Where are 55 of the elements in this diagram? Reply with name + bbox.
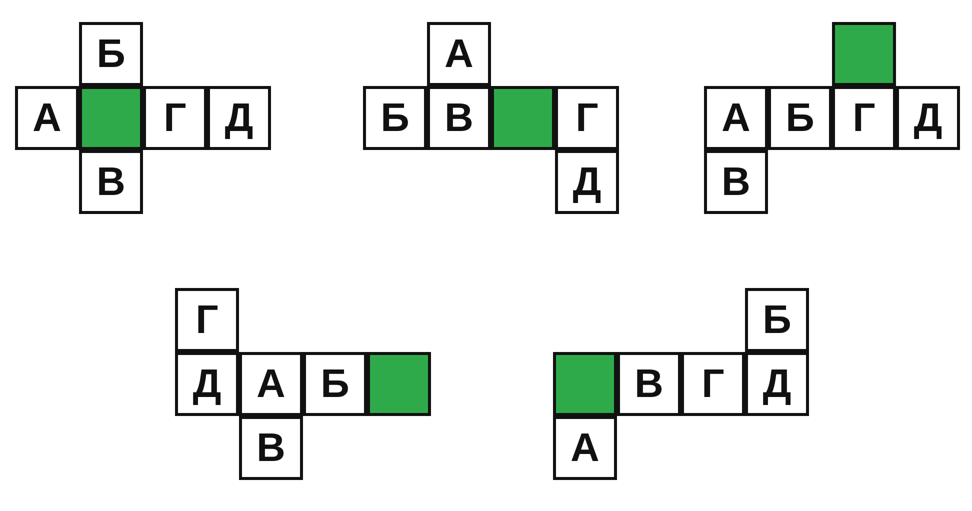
face-letter: Г [852, 98, 876, 138]
face-letter: В [256, 428, 286, 468]
net-square [303, 352, 367, 416]
shaded-square [553, 352, 617, 416]
net-square [143, 86, 207, 150]
face-letter: Д [192, 364, 222, 404]
net-square [363, 86, 427, 150]
face-letter: В [96, 162, 126, 202]
net-square [175, 352, 239, 416]
net-square [745, 352, 809, 416]
net-square [239, 352, 303, 416]
face-letter: А [32, 98, 62, 138]
net-square [207, 86, 271, 150]
face-letter: В [634, 364, 664, 404]
net-square [896, 86, 960, 150]
face-letter: Г [702, 364, 724, 404]
face-letter: А [444, 34, 474, 74]
shaded-square [367, 352, 431, 416]
face-letter: В [444, 98, 474, 138]
net-square [704, 150, 768, 214]
net-square [79, 150, 143, 214]
face-letter: Б [380, 98, 410, 138]
face-letter: Д [224, 98, 254, 138]
face-letter: Г [576, 98, 598, 138]
face-letter: Б [96, 34, 126, 74]
net-square [768, 86, 832, 150]
shaded-square [79, 86, 143, 150]
face-letter: Г [196, 300, 218, 340]
net-square [555, 150, 619, 214]
net-square [79, 22, 143, 86]
face-letter: Д [762, 364, 792, 404]
net-square [704, 86, 768, 150]
net-square [555, 86, 619, 150]
face-letter: Б [762, 300, 792, 340]
face-letter: А [256, 364, 286, 404]
net-square [427, 86, 491, 150]
net-square [239, 416, 303, 480]
net-square [832, 86, 896, 150]
face-letter: В [722, 162, 750, 202]
face-letter: Д [572, 162, 602, 202]
net-square [617, 352, 681, 416]
net-square [175, 288, 239, 352]
net-square [553, 416, 617, 480]
face-letter: А [722, 98, 750, 138]
net-square [681, 352, 745, 416]
net-square [15, 86, 79, 150]
shaded-square [491, 86, 555, 150]
net-square [427, 22, 491, 86]
face-letter: Б [786, 98, 814, 138]
face-letter: Б [320, 364, 350, 404]
face-letter: Д [914, 98, 942, 138]
face-letter: Г [164, 98, 186, 138]
net-square [745, 288, 809, 352]
shaded-square [832, 22, 896, 86]
face-letter: А [570, 428, 600, 468]
